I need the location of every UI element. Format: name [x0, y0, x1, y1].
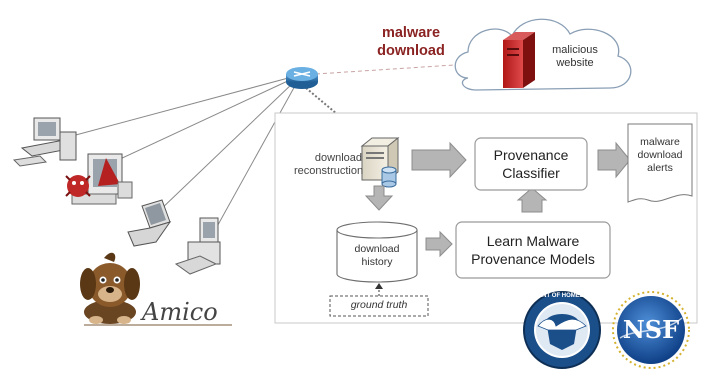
alerts-line-1: malware	[640, 136, 680, 148]
title-line-2: download	[377, 43, 445, 59]
learn-models-box	[455, 221, 611, 279]
provenance-classifier-box	[474, 137, 588, 191]
download-reconstruction-label: download reconstruction	[294, 152, 364, 178]
malicious-server-icon	[503, 32, 535, 88]
download-history-cylinder	[336, 221, 418, 283]
infected-computer-icon	[71, 153, 133, 205]
alerts-line-2: download	[637, 149, 683, 161]
router-icon	[286, 67, 318, 89]
download-history-label: download history	[337, 243, 417, 269]
alerts-document	[627, 123, 693, 203]
dhs-seal-text: U.S. DEPARTMENT OF HOMELAND SECURITY	[496, 293, 629, 299]
classifier-line-1: Provenance	[493, 147, 569, 163]
malicious-website-label: malicious website	[540, 44, 610, 70]
provenance-classifier-label: Provenance Classifier	[475, 146, 587, 182]
classifier-line-2: Classifier	[502, 165, 560, 181]
nsf-logo-text: NSF	[622, 315, 680, 344]
ground-truth-box	[329, 295, 429, 317]
reconstruction-line-1: download	[314, 152, 362, 164]
malware-download-title: malware download	[356, 24, 466, 60]
history-line-1: download	[354, 243, 400, 255]
learn-line-2: Provenance Models	[471, 251, 595, 267]
history-line-2: history	[361, 256, 393, 268]
amico-logo-text: Amico	[142, 298, 218, 326]
database-icon	[381, 166, 397, 188]
amico-dog-logo	[80, 252, 232, 326]
cloud-line-1: malicious	[552, 44, 598, 56]
cloud-line-2: website	[556, 57, 594, 69]
dhs-seal-logo	[523, 291, 601, 369]
ground-truth-arrowhead	[375, 283, 383, 289]
malicious-website-cloud	[454, 18, 632, 91]
learn-models-label: Learn Malware Provenance Models	[456, 232, 610, 268]
desktop-computer-icon	[12, 117, 77, 167]
ground-truth-label: ground truth	[350, 299, 408, 311]
learn-line-1: Learn Malware	[486, 233, 580, 249]
desktop-computer-2-icon	[174, 217, 221, 275]
nsf-logo	[612, 291, 690, 369]
virus-bug-icon	[65, 175, 91, 197]
reconstruction-line-2: reconstruction	[294, 165, 364, 177]
laptop-icon	[127, 199, 172, 247]
alerts-label: malware download alerts	[628, 136, 692, 175]
title-line-1: malware	[381, 25, 441, 41]
alerts-line-3: alerts	[647, 162, 673, 174]
